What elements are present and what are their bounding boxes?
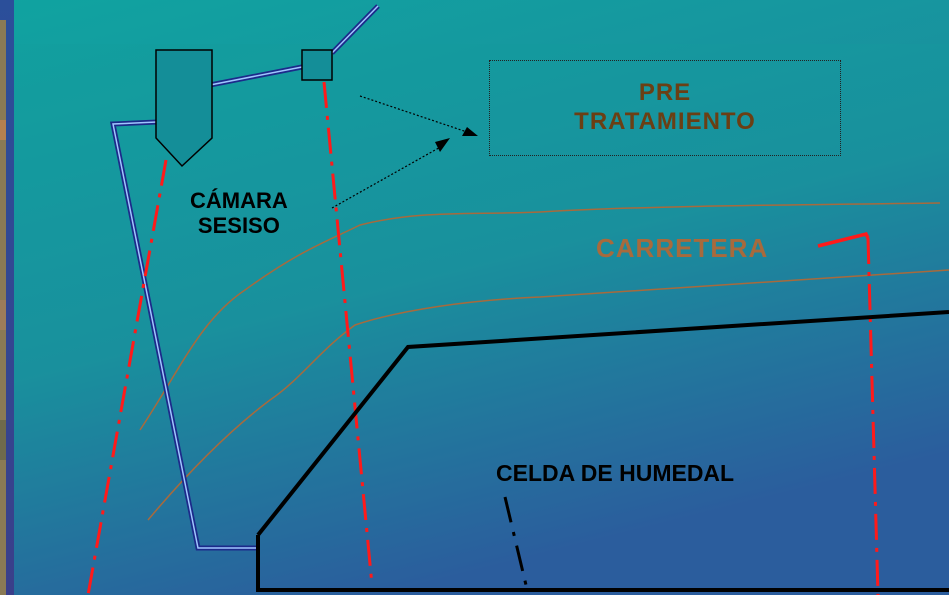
- pipe-system: [109, 4, 380, 551]
- pointer-arrows: [331, 95, 471, 209]
- property-line-right: [866, 237, 880, 595]
- road-line-lower: [147, 269, 949, 521]
- property-line-right-top: [817, 231, 870, 248]
- left-photo-strip: [0, 0, 14, 595]
- road-label: CARRETERA: [596, 233, 769, 263]
- wetland-marker-line: [503, 496, 528, 586]
- road-line-upper: [139, 202, 941, 431]
- arrowhead-1: [462, 127, 478, 136]
- septic-chamber: [155, 49, 213, 168]
- property-lines: [86, 81, 880, 595]
- road-lines: [139, 202, 949, 521]
- arrow-from-box: [359, 95, 471, 134]
- arrowhead-2: [435, 138, 450, 152]
- property-line-middle: [322, 81, 374, 586]
- chamber-label-line1: CÁMARA: [190, 188, 288, 213]
- arrow-from-chamber: [331, 144, 445, 209]
- chamber-label-line2: SESISO: [197, 213, 280, 239]
- wetland-cell-label: CELDA DE HUMEDAL: [496, 460, 735, 486]
- pretreatment-label-line1: PRE: [638, 79, 692, 107]
- pretreatment-label-box: PRE TRATAMIENTO: [489, 60, 841, 156]
- wetland-cell-outline: [256, 310, 949, 592]
- pretreatment-box: [301, 49, 333, 81]
- property-line-left: [86, 159, 168, 595]
- chamber-label: CÁMARA SESISO: [190, 188, 288, 239]
- pretreatment-label-line2: TRATAMIENTO: [574, 108, 756, 135]
